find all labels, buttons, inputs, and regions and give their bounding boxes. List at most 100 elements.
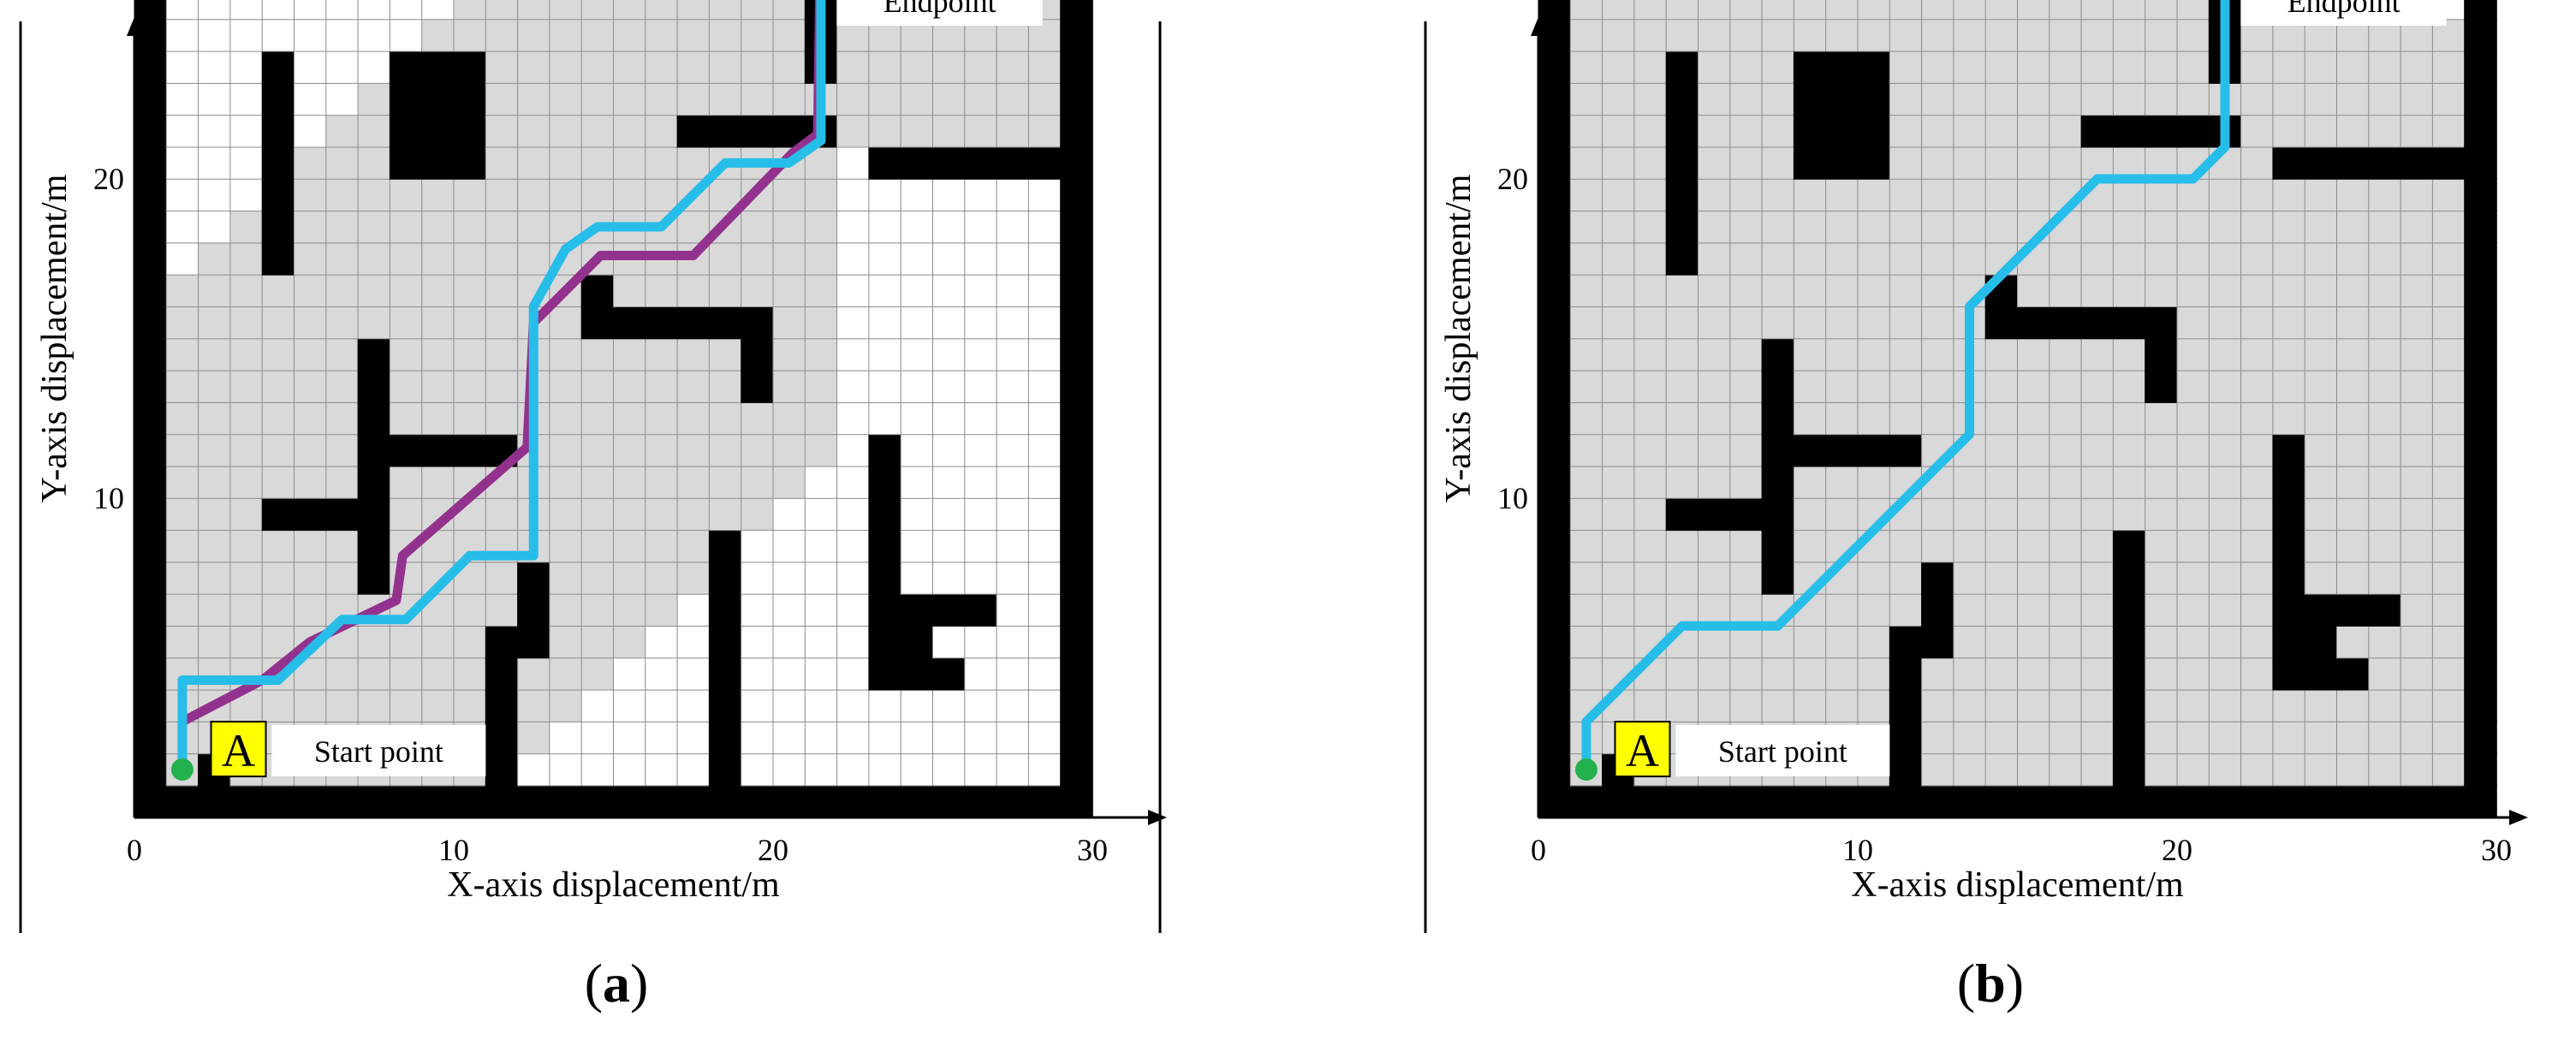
grid-cell: [198, 338, 231, 371]
grid-cell: [517, 146, 550, 180]
grid-cell: [549, 752, 583, 787]
grid-cell: [2464, 242, 2497, 276]
grid-cell: [1825, 593, 1859, 627]
grid-cell: [1793, 210, 1827, 244]
grid-cell: [772, 721, 806, 755]
grid-cell: [1538, 433, 1572, 467]
grid-cell: [1761, 0, 1795, 21]
grid-cell: [1857, 146, 1891, 180]
grid-cell: [2336, 338, 2370, 371]
grid-cell: [261, 370, 295, 403]
grid-cell: [708, 689, 742, 722]
grid-cell: [964, 146, 997, 180]
grid-cell: [2304, 370, 2338, 403]
grid-cell: [2112, 657, 2146, 691]
grid-cell: [676, 721, 711, 755]
grid-cell: [2272, 625, 2305, 659]
grid-cell: [1602, 338, 1635, 371]
grid-cell: [2017, 497, 2050, 532]
grid-cell: [2017, 274, 2050, 307]
grid-cell: [134, 0, 168, 21]
grid-cell: [1984, 721, 2019, 755]
grid-cell: [1569, 114, 1603, 148]
grid-cell: [421, 82, 455, 116]
grid-cell: [1538, 401, 1572, 436]
grid-cell: [485, 593, 519, 627]
grid-cell: [549, 562, 583, 595]
grid-cell: [134, 82, 168, 116]
grid-cell: [868, 51, 902, 84]
grid-cell: [165, 529, 199, 563]
start-marker-box: [210, 721, 267, 778]
grid-cell: [294, 146, 327, 180]
grid-cell: [1538, 370, 1572, 403]
grid-cell: [868, 114, 902, 148]
grid-cell: [421, 51, 455, 84]
grid-cell: [1953, 497, 1986, 532]
grid-cell: [229, 178, 263, 212]
grid-cell: [580, 529, 615, 563]
grid-cell: [1921, 306, 1954, 340]
grid-cell: [2145, 401, 2178, 436]
grid-cell: [996, 433, 1030, 467]
grid-cell: [1889, 19, 1923, 52]
grid-cell: [294, 562, 327, 595]
grid-cell: [389, 146, 423, 180]
grid-cell: [1953, 785, 1986, 818]
grid-cell: [932, 785, 966, 818]
grid-cell: [1729, 51, 1763, 84]
grid-cell: [1060, 19, 1093, 52]
grid-cell: [708, 242, 742, 276]
grid-cell: [2112, 82, 2146, 116]
grid-cell: [2208, 274, 2242, 307]
grid-cell: [2304, 689, 2338, 722]
grid-cell: [325, 82, 359, 116]
grid-cell: [229, 562, 263, 595]
grid-cell: [229, 19, 263, 52]
grid-cell: [580, 466, 615, 499]
grid-cell: [1825, 114, 1859, 148]
grid-cell: [1857, 785, 1891, 818]
grid-cell: [2049, 593, 2082, 627]
grid-cell: [1921, 593, 1954, 627]
grid-cell: [229, 338, 263, 371]
grid-cell: [485, 625, 519, 659]
grid-cell: [2431, 625, 2466, 659]
grid-cell: [2464, 178, 2497, 212]
grid-cell: [2464, 146, 2497, 180]
grid-cell: [485, 562, 519, 595]
grid-cell: [1538, 146, 1572, 180]
grid-cell: [1665, 51, 1699, 84]
grid-cell: [836, 242, 870, 276]
grid-cell: [453, 51, 487, 84]
grid-cell: [517, 593, 550, 627]
grid-cell: [613, 752, 646, 787]
grid-cell: [836, 51, 870, 84]
grid-cell: [2240, 338, 2274, 371]
grid-cell: [357, 19, 391, 52]
grid-cell: [964, 433, 997, 467]
grid-cell: [868, 306, 902, 340]
grid-cell: [325, 466, 359, 499]
grid-cell: [676, 466, 711, 499]
grid-cell: [1761, 178, 1795, 212]
grid-cell: [613, 338, 646, 371]
grid-cell: [1889, 370, 1923, 403]
start-point-dot: [170, 758, 193, 782]
grid-cell: [2080, 689, 2115, 722]
grid-cell: [1825, 370, 1859, 403]
grid-cell: [964, 178, 997, 212]
grid-cell: [2112, 529, 2146, 563]
grid-cell: [804, 338, 838, 371]
grid-cell: [2431, 242, 2466, 276]
grid-cell: [2080, 146, 2115, 180]
grid-cell: [1889, 114, 1923, 148]
grid-cell: [261, 433, 295, 467]
grid-cell: [804, 562, 838, 595]
grid-cell: [389, 306, 423, 340]
grid-cell: [580, 0, 615, 21]
grid-cell: [1857, 466, 1891, 499]
grid-cell: [613, 785, 646, 818]
grid-cell: [1729, 433, 1763, 467]
grid-cell: [2464, 338, 2497, 371]
